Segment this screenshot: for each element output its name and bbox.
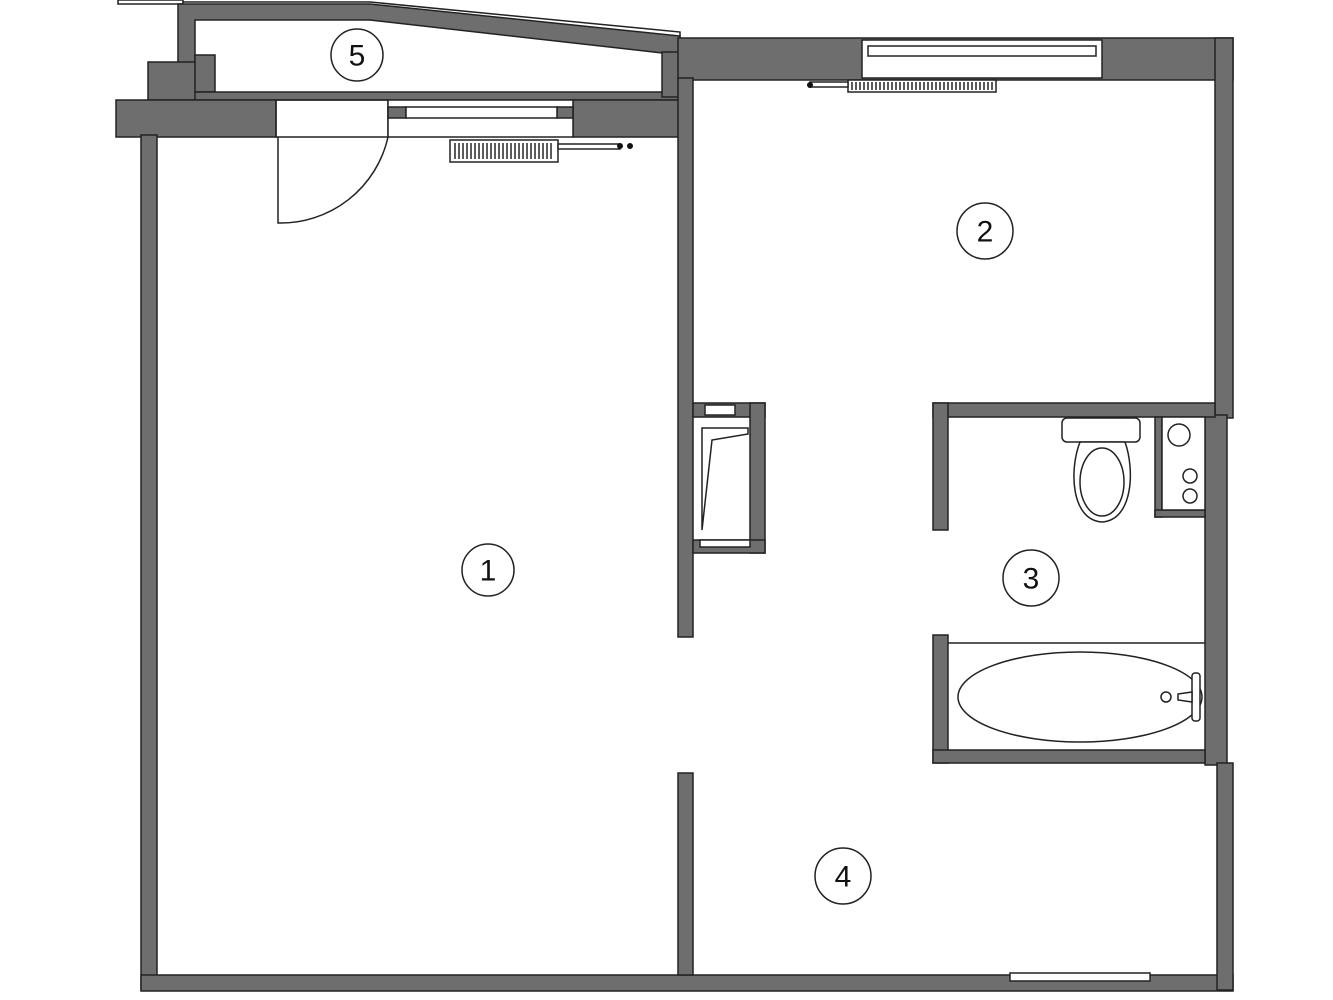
room-label-3: 3: [1002, 549, 1060, 607]
svg-text:1: 1: [480, 555, 497, 588]
radiator-room-1: [449, 139, 633, 163]
partition-wall-lower: [677, 772, 694, 976]
room-label-5: 5: [330, 28, 384, 82]
radiator-room-2: [807, 79, 997, 93]
right-wall-lower: [1216, 762, 1234, 991]
toilet-icon: [1061, 417, 1141, 523]
balcony: [117, 0, 681, 101]
partition-wall-upper: [677, 77, 694, 638]
room-label-1: 1: [461, 543, 515, 597]
washer-icon: [1161, 416, 1206, 511]
room-label-4: 4: [814, 847, 872, 905]
bottom-window: [1009, 972, 1151, 982]
closet: [692, 402, 766, 554]
svg-text:5: 5: [349, 40, 366, 73]
right-wall-middle: [1204, 414, 1228, 766]
room-label-2: 2: [956, 202, 1014, 260]
svg-text:2: 2: [977, 216, 994, 249]
svg-text:4: 4: [835, 861, 852, 894]
bathroom-walls: [932, 402, 1216, 764]
right-wall-upper: [1214, 37, 1234, 419]
left-wall: [140, 134, 158, 991]
svg-text:3: 3: [1023, 563, 1040, 596]
door-swing: [277, 136, 389, 224]
top-wall-room-1: [115, 99, 684, 138]
bathtub-icon: [948, 642, 1205, 743]
